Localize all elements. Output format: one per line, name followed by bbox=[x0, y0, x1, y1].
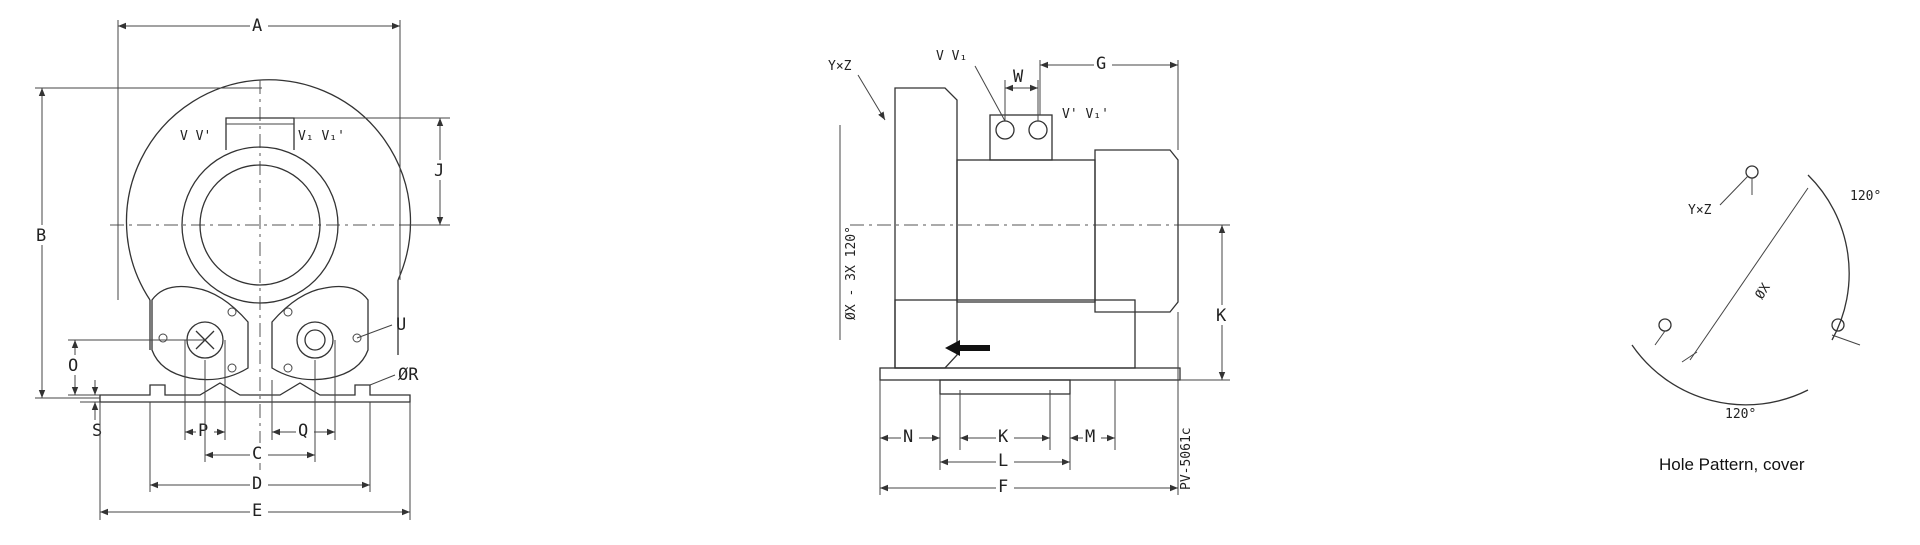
dim-J: J bbox=[434, 161, 444, 181]
diameter-label: ØX bbox=[1753, 281, 1774, 302]
hole-callout: ØX - 3X 120° bbox=[844, 226, 859, 320]
cover bbox=[894, 87, 958, 369]
inlet-outer-ring bbox=[181, 146, 339, 304]
base-foot bbox=[99, 382, 411, 403]
dim-O: O bbox=[68, 356, 78, 376]
dim-K-vertical: K bbox=[1216, 306, 1227, 326]
ports-right-label: V' V₁' bbox=[1062, 107, 1109, 122]
inlet-inner-ring bbox=[199, 164, 321, 286]
dim-W: W bbox=[1013, 67, 1024, 87]
right-port bbox=[296, 321, 334, 359]
motor-endcap bbox=[1094, 149, 1179, 313]
right-flange bbox=[271, 285, 369, 381]
dim-U: U bbox=[396, 315, 406, 335]
dim-E: E bbox=[252, 501, 262, 521]
ports-right-label: V₁ V₁' bbox=[298, 129, 345, 144]
dim-M: M bbox=[1085, 427, 1095, 447]
dim-D: D bbox=[252, 474, 262, 494]
hole-top bbox=[1745, 165, 1759, 179]
dim-S: S bbox=[92, 421, 102, 441]
base-plate bbox=[879, 367, 1181, 381]
dim-R: ØR bbox=[398, 365, 419, 385]
motor-body bbox=[956, 159, 1096, 303]
dim-A: A bbox=[252, 16, 262, 36]
dim-P: P bbox=[198, 421, 208, 441]
housing-outline bbox=[125, 79, 412, 301]
angle-bottom: 120° bbox=[1725, 407, 1756, 422]
port-block bbox=[989, 114, 1053, 161]
left-flange bbox=[151, 285, 249, 381]
dim-Q: Q bbox=[298, 421, 308, 441]
ports-left-label: V V' bbox=[180, 129, 211, 144]
dim-N: N bbox=[903, 427, 913, 447]
arc-right bbox=[1807, 174, 1850, 341]
front-view: A B J V V' V₁ V₁' U ØR O S bbox=[32, 14, 450, 521]
dim-C: C bbox=[252, 444, 262, 464]
flow-arrow bbox=[945, 340, 990, 356]
hole-right bbox=[1831, 318, 1845, 332]
dim-F: F bbox=[998, 477, 1008, 497]
side-view: G W V V₁ V' V₁' Y×Z ØX - 3X 120° K PV-50… bbox=[828, 49, 1230, 497]
hole-pattern-caption: Hole Pattern, cover bbox=[1659, 455, 1805, 474]
arc-bottom bbox=[1631, 344, 1809, 406]
angle-top: 120° bbox=[1850, 189, 1881, 204]
ports-top-label: V V₁ bbox=[936, 49, 967, 64]
hole-pattern: Y×Z ØX 120° 120° Hole Pattern, cover bbox=[1631, 165, 1881, 474]
drawing-number: PV-5061c bbox=[1179, 427, 1194, 490]
dim-B: B bbox=[36, 226, 46, 246]
dim-G: G bbox=[1096, 54, 1106, 74]
dim-K: K bbox=[998, 427, 1009, 447]
dim-L: L bbox=[998, 451, 1008, 471]
yz-label-pattern: Y×Z bbox=[1688, 203, 1712, 218]
yz-label: Y×Z bbox=[828, 59, 852, 74]
hole-left bbox=[1658, 318, 1672, 332]
